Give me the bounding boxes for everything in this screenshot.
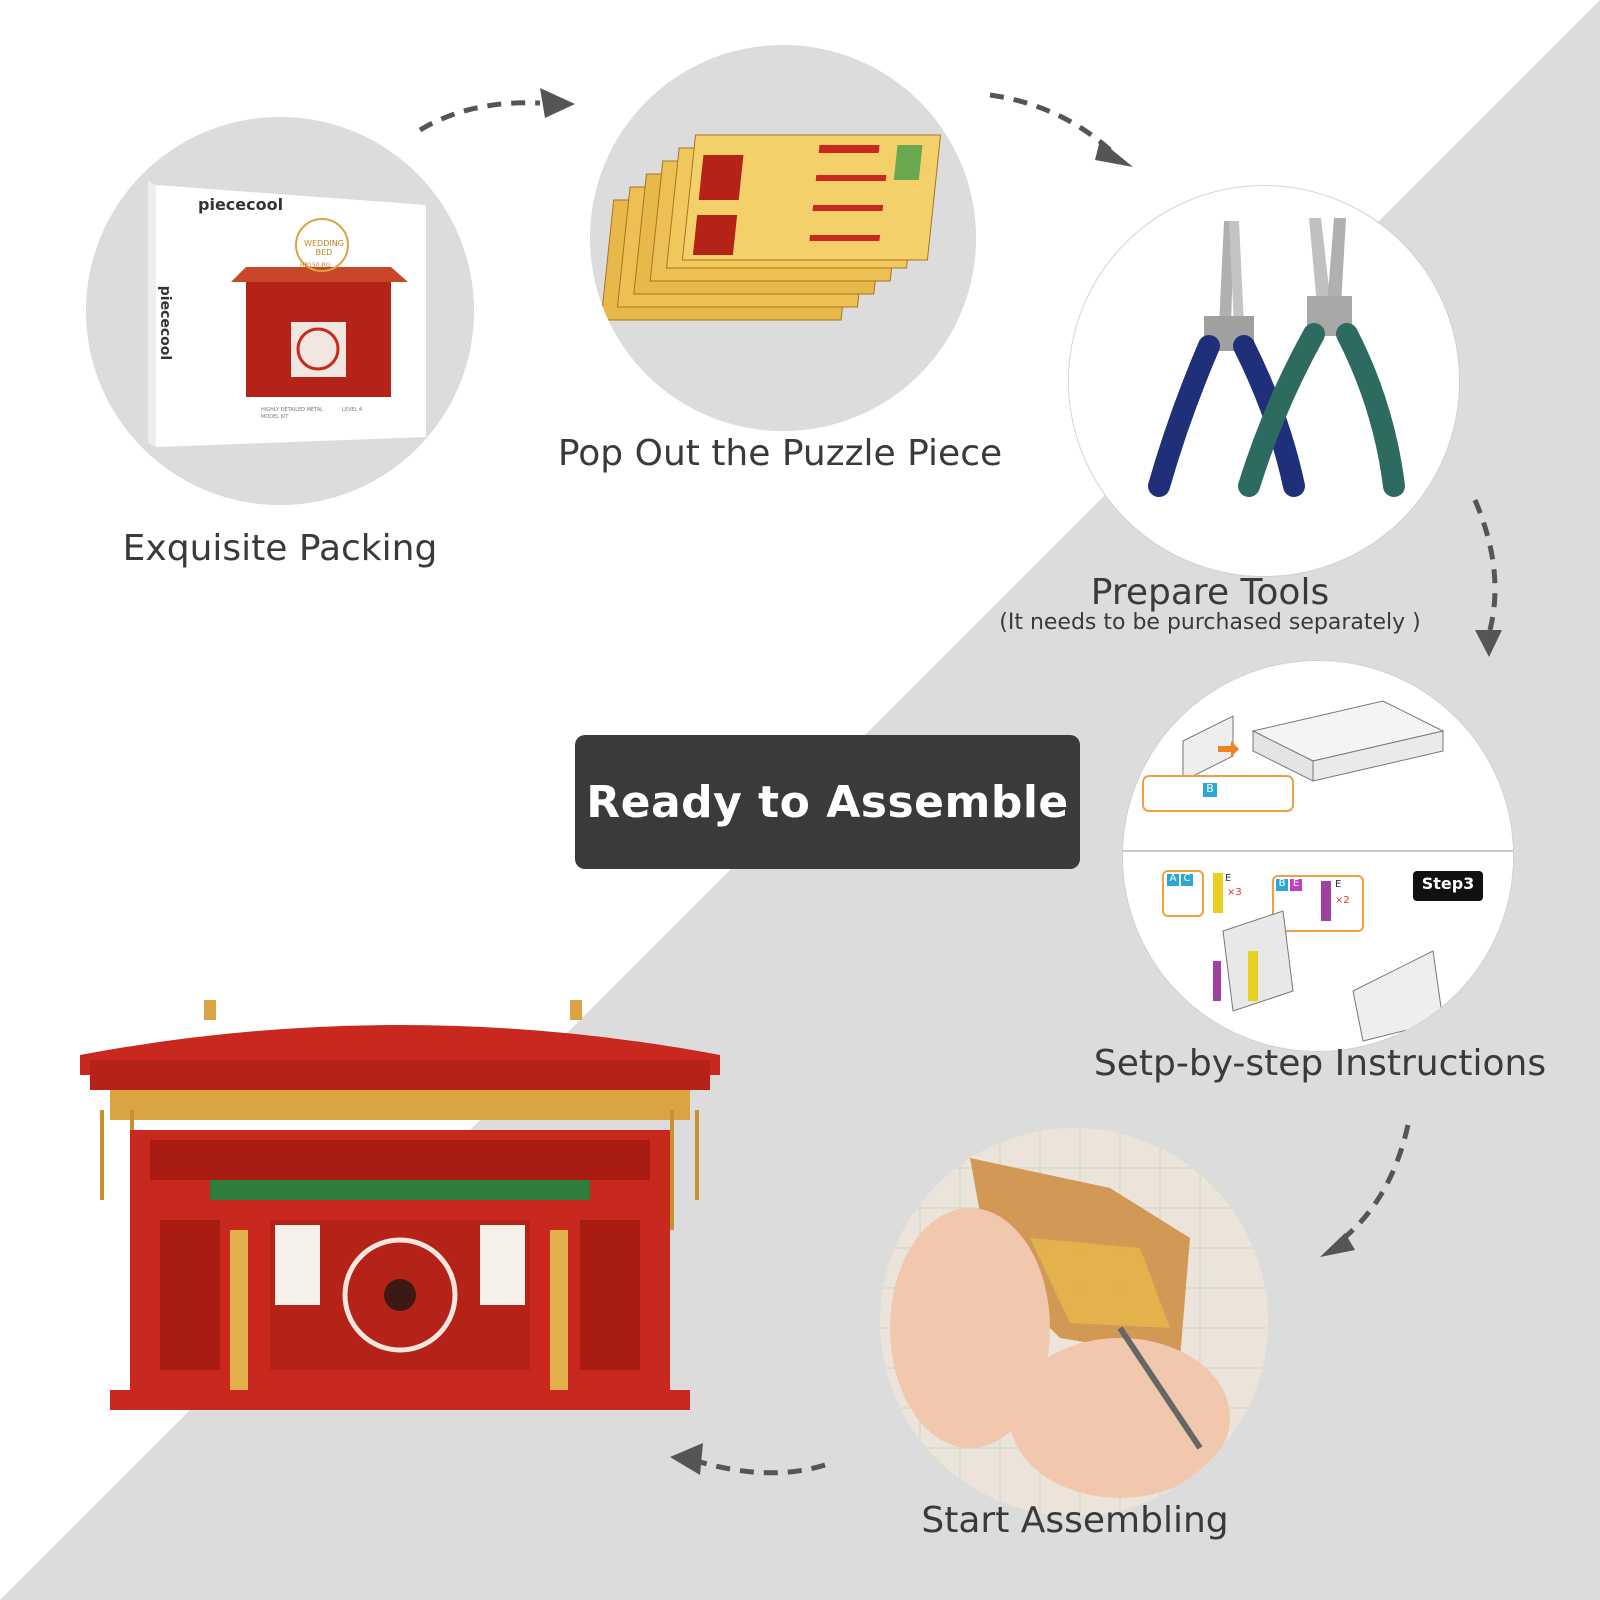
packing-circle: piececool piececool WEDDING BED HP150-RG…	[86, 117, 474, 505]
instr-label-e: E	[1292, 878, 1300, 889]
box-brand-label: piececool	[198, 195, 284, 214]
instructions-circle: Step3 B A C B E E E ×3 ×2	[1122, 660, 1514, 1052]
hands-assembling-icon	[880, 1128, 1268, 1516]
instructions-icon	[1123, 661, 1513, 1051]
caption-exquisite-packing: Exquisite Packing	[122, 528, 438, 569]
step3-badge: Step3	[1421, 874, 1475, 893]
instr-count-x3: ×3	[1227, 887, 1242, 898]
caption-prepare-tools: Prepare Tools	[1090, 572, 1330, 613]
pliers-icon	[1069, 186, 1459, 576]
badge-label: Ready to Assemble	[586, 776, 1069, 828]
box-model-code: HP150-RG	[300, 262, 331, 269]
ready-to-assemble-badge: Ready to Assemble	[575, 735, 1080, 869]
wedding-bed-model	[80, 1000, 720, 1410]
caption-pop-out: Pop Out the Puzzle Piece	[557, 433, 1003, 474]
instr-label-e2: E	[1225, 873, 1232, 884]
caption-instructions: Setp-by-step Instructions	[1093, 1043, 1547, 1084]
instr-label-e3: E	[1335, 879, 1342, 890]
caption-start-assembling: Start Assembling	[921, 1500, 1229, 1541]
instr-label-c: C	[1183, 873, 1191, 884]
assembling-circle	[880, 1128, 1268, 1516]
instr-label-b: B	[1206, 782, 1214, 795]
metal-sheets-icon	[590, 45, 976, 431]
tools-circle	[1068, 185, 1460, 577]
gift-box-icon	[86, 117, 474, 505]
box-product-name: WEDDING BED	[304, 239, 344, 257]
instr-count-x2: ×2	[1335, 895, 1350, 906]
caption-tools-note: (It needs to be purchased separately )	[999, 610, 1421, 635]
instr-label-a: A	[1169, 873, 1177, 884]
puzzle-piece-circle	[590, 45, 976, 431]
box-tagline: HIGHLY DETAILED METAL MODEL KIT	[261, 407, 323, 420]
instr-label-b2: B	[1278, 878, 1286, 889]
box-brand-vertical: piececool	[157, 285, 174, 361]
box-level: LEVEL 4	[342, 407, 363, 413]
